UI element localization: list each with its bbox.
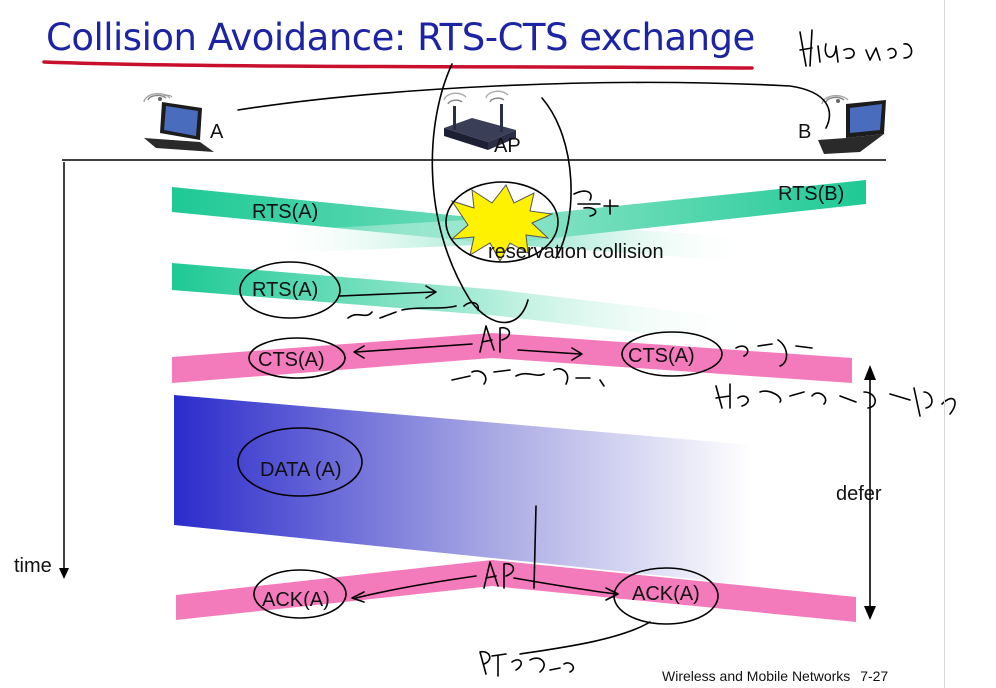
node-b-label: B bbox=[798, 121, 812, 143]
cts-band bbox=[172, 333, 852, 383]
data-block bbox=[174, 395, 752, 585]
laptop-a-icon bbox=[143, 92, 214, 152]
handwriting-ink bbox=[237, 29, 956, 677]
ack-band bbox=[176, 560, 856, 622]
footer-text: Wireless and Mobile Networks bbox=[662, 668, 851, 684]
title-underline bbox=[42, 60, 754, 70]
collision-label: reservation collision bbox=[488, 241, 664, 263]
slide-right-border bbox=[944, 0, 945, 688]
defer-label: defer bbox=[836, 483, 882, 505]
rts-b-band bbox=[262, 180, 866, 254]
defer-arrowhead-top bbox=[864, 365, 876, 380]
defer-arrowhead-bottom bbox=[864, 606, 876, 620]
collision-burst bbox=[450, 184, 554, 263]
slide-title: Collision Avoidance: RTS-CTS exchange bbox=[46, 16, 755, 59]
ack-a-label-left: ACK(A) bbox=[262, 589, 330, 611]
node-ap-label: AP bbox=[494, 135, 521, 157]
rts-b-label: RTS(B) bbox=[778, 183, 845, 205]
access-point-icon bbox=[443, 90, 516, 150]
rts-a-band-2 bbox=[172, 263, 752, 346]
data-a-label: DATA (A) bbox=[260, 459, 342, 481]
time-axis-arrowhead bbox=[59, 568, 69, 579]
node-a-label: A bbox=[210, 121, 224, 143]
page-number: 7-27 bbox=[860, 668, 889, 684]
cts-a-label-left: CTS(A) bbox=[258, 349, 325, 371]
slide-footer: Wireless and Mobile Networks 7-27 bbox=[662, 668, 888, 684]
laptop-b-icon bbox=[818, 94, 886, 154]
rts-a-label-2: RTS(A) bbox=[252, 279, 319, 301]
rts-a-label-1: RTS(A) bbox=[252, 201, 319, 223]
cts-a-label-right: CTS(A) bbox=[628, 345, 695, 367]
time-label: time bbox=[14, 555, 52, 577]
ack-a-label-right: ACK(A) bbox=[632, 583, 700, 605]
